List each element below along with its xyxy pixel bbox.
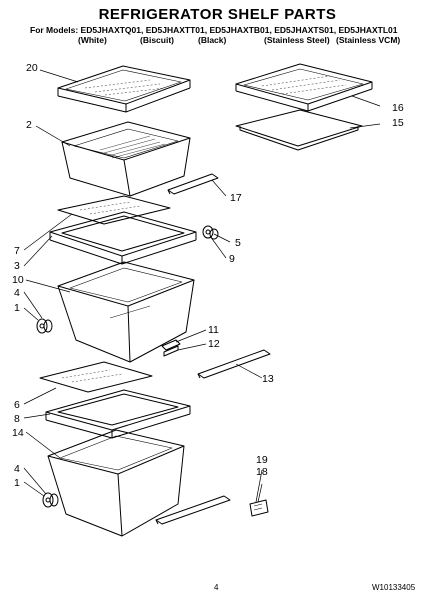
callout-8: 8: [14, 413, 20, 425]
knob-5-9: [202, 225, 219, 240]
callout-9: 9: [229, 253, 235, 265]
callout-19: 19: [256, 454, 268, 466]
lower-pan-cover-frame: [45, 389, 191, 439]
model-numbers: For Models: ED5JHAXTQ01, ED5JHAXTT01, ED…: [30, 25, 398, 35]
callout-7: 7: [14, 245, 20, 257]
right-shelf-frame: [235, 109, 363, 151]
diagram-title: REFRIGERATOR SHELF PARTS: [98, 6, 337, 23]
color-stainless-steel: (Stainless Steel): [264, 35, 330, 45]
callout-12: 12: [208, 338, 220, 350]
control-knob-upper: [36, 318, 53, 334]
document-number: W10133405: [372, 583, 416, 592]
callout-5: 5: [235, 237, 241, 249]
upper-pan-glass-cover: [57, 195, 171, 225]
callout-1-lower: 1: [14, 477, 20, 489]
trim-rail-bottom: [155, 495, 231, 525]
control-knob-lower: [42, 492, 59, 508]
lower-pan: [47, 429, 185, 537]
callout-10: 10: [12, 274, 24, 286]
callout-20: 20: [26, 62, 38, 74]
lower-pan-glass-cover: [39, 361, 153, 393]
bracket-18-19: [249, 499, 269, 517]
callout-6: 6: [14, 399, 20, 411]
callout-13: 13: [262, 373, 274, 385]
callout-3: 3: [14, 260, 20, 272]
color-black: (Black): [198, 35, 227, 45]
slide-clips-11-12: [161, 339, 181, 357]
top-left-glass-shelf: [57, 65, 191, 113]
color-white: (White): [78, 35, 107, 45]
callout-4-lower: 4: [14, 463, 20, 475]
callout-2: 2: [26, 119, 32, 131]
color-biscuit: (Biscuit): [140, 35, 174, 45]
callout-4-upper: 4: [14, 287, 20, 299]
callout-11: 11: [208, 324, 219, 336]
color-stainless-vcm: (Stainless VCM): [336, 35, 401, 45]
callout-14: 14: [12, 427, 24, 439]
callout-16: 16: [392, 102, 404, 114]
upper-pan: [57, 261, 195, 363]
trim-rail-17: [167, 173, 219, 195]
page-number: 4: [214, 583, 219, 592]
upper-crisper-drawer: [61, 121, 191, 197]
callout-18: 18: [256, 466, 268, 478]
right-glass-shelf: [235, 63, 373, 112]
trim-rail-13: [197, 349, 271, 379]
callout-1-upper: 1: [14, 302, 20, 314]
leader-lines: [23, 69, 381, 503]
callout-17: 17: [230, 192, 242, 204]
callout-15: 15: [392, 117, 404, 129]
